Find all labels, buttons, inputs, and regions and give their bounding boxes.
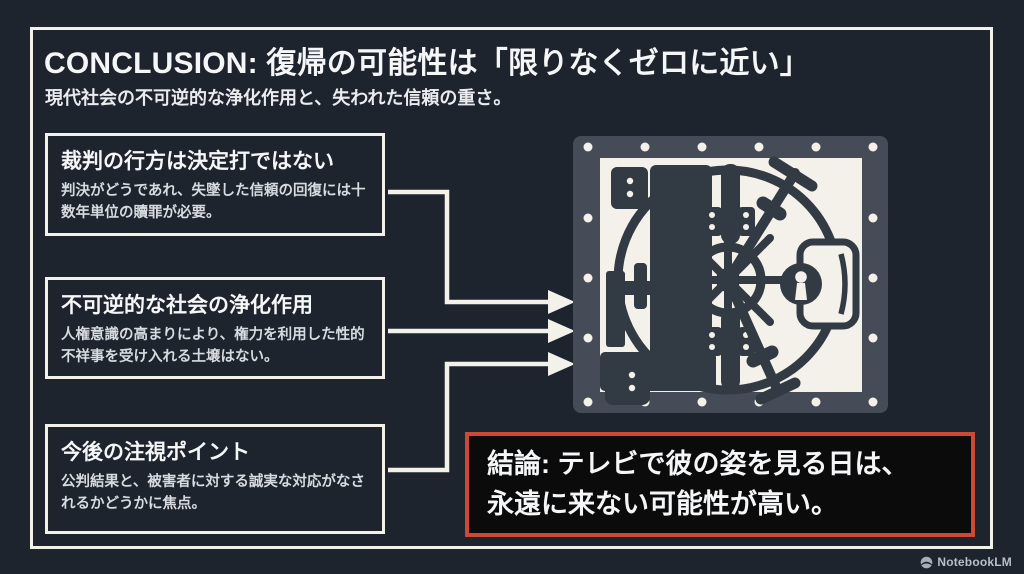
vault-door-illustration (573, 136, 888, 413)
watermark: NotebookLM (920, 555, 1012, 569)
watermark-label: NotebookLM (937, 555, 1012, 569)
point-box-trial: 裁判の行方は決定打ではない 判決がどうであれ、失墜した信頼の回復には十数年単位の… (45, 133, 385, 236)
page-subtitle: 現代社会の不可逆的な浄化作用と、失われた信頼の重さ。 (45, 88, 512, 108)
vault-lock-icon (780, 238, 860, 330)
point-title: 裁判の行方は決定打ではない (61, 150, 334, 173)
connector-lines (388, 189, 575, 473)
vault-top-clamp (703, 164, 755, 244)
point-body: 人権意識の高まりにより、権力を利用した性的不祥事を受け入れる土壌はない。 (61, 327, 365, 365)
page-title: CONCLUSION: 復帰の可能性は「限りなくゼロに近い」 (44, 47, 810, 80)
vault-hinge-bolts (626, 177, 636, 392)
point-body: 判決がどうであれ、失墜した信頼の回復には十数年単位の贖罪が必要。 (61, 183, 366, 221)
right-arrow-icon (548, 290, 575, 314)
conclusion-text-line2: 永遠に来ない可能性が高い。 (487, 488, 838, 519)
point-body: 公判結果と、被害者に対する誠実な対応がなされるかどうかに焦点。 (61, 474, 365, 512)
notebooklm-logo-icon (921, 556, 933, 568)
point-box-society: 不可逆的な社会の浄化作用 人権意識の高まりにより、権力を利用した性的不祥事を受け… (45, 277, 385, 379)
right-arrow-icon (548, 319, 575, 343)
point-title: 今後の注視ポイント (61, 441, 250, 464)
slide-border (30, 27, 993, 549)
vault-wheel-icon (664, 156, 818, 405)
point-title: 不可逆的な社会の浄化作用 (61, 294, 313, 317)
right-arrow-icon (548, 352, 575, 376)
point-box-watchpoints: 今後の注視ポイント 公判結果と、被害者に対する誠実な対応がなされるかどうかに焦点… (45, 424, 385, 534)
conclusion-box: 結論: テレビで彼の姿を見る日は、 永遠に来ない可能性が高い。 (465, 432, 975, 537)
keyhole-icon (795, 271, 807, 283)
conclusion-text-line1: 結論: テレビで彼の姿を見る日は、 (487, 449, 909, 480)
